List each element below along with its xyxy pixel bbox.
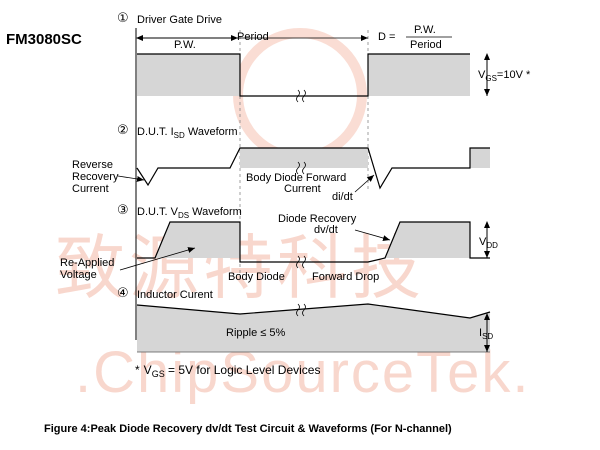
didt-pointer (354, 174, 375, 193)
vdd-label: VDD (479, 236, 498, 250)
duty-lhs: D = (378, 31, 395, 43)
isd-band-right (470, 148, 490, 168)
isd-band (240, 148, 368, 168)
marker-2: ② (117, 123, 129, 138)
forward-drop-label: Forward Drop (312, 271, 379, 283)
watermark-logo (233, 28, 367, 162)
marker-3: ③ (117, 203, 129, 218)
inductor-band (137, 304, 490, 352)
body-diode-fwd-2: Current (284, 183, 321, 195)
footnote: *VGS = 5V for Logic Level Devices (135, 363, 320, 379)
break-mark-3 (296, 255, 306, 269)
reverse-recovery-pointer (117, 175, 145, 182)
part-number: FM3080SC (6, 31, 82, 48)
gate-band-left (137, 54, 240, 96)
break-mark-1 (296, 89, 306, 103)
vds-band-right (385, 222, 470, 258)
diode-recovery-pointer (354, 229, 391, 241)
section-4-title: Inductor Curent (137, 289, 213, 301)
diode-recovery-1: Diode Recovery (278, 213, 357, 225)
ripple-label: Ripple ≤ 5% (226, 327, 285, 339)
pw-label: P.W. (174, 39, 196, 51)
marker-4: ④ (117, 286, 129, 301)
didt-label: di/dt (332, 191, 353, 203)
duty-num: P.W. (414, 24, 436, 36)
reapplied-1: Re-Applied (60, 257, 114, 269)
marker-1: ① (117, 11, 129, 26)
diode-recovery-2: dv/dt (314, 224, 338, 236)
reapplied-2: Voltage (60, 269, 97, 281)
reapplied-pointer (119, 247, 196, 271)
body-diode-label: Body Diode (228, 271, 285, 283)
vds-waveform (137, 221, 490, 263)
vds-band-left (155, 222, 240, 258)
period-label: Period (237, 31, 269, 43)
section-3-title: D.U.T. VDS Waveform (137, 206, 242, 220)
vgs-label: VGS=10V * (478, 69, 531, 83)
inductor-waveform (136, 303, 491, 319)
isd-waveform (136, 147, 490, 190)
isd-label: ISD (479, 327, 493, 341)
break-mark-4 (296, 303, 306, 317)
duty-den: Period (410, 39, 442, 51)
break-mark-2 (296, 161, 306, 175)
section-1-title: Driver Gate Drive (137, 14, 222, 26)
section-2-title: D.U.T. ISD Waveform (137, 126, 238, 140)
reverse-recovery-2: Recovery (72, 171, 119, 183)
body-diode-fwd-1: Body Diode Forward (246, 172, 346, 184)
reverse-recovery-1: Reverse (72, 159, 113, 171)
figure-caption: Figure 4:Peak Diode Recovery dv/dt Test … (44, 423, 452, 435)
reverse-recovery-3: Current (72, 183, 109, 195)
gate-band-right (368, 54, 470, 96)
